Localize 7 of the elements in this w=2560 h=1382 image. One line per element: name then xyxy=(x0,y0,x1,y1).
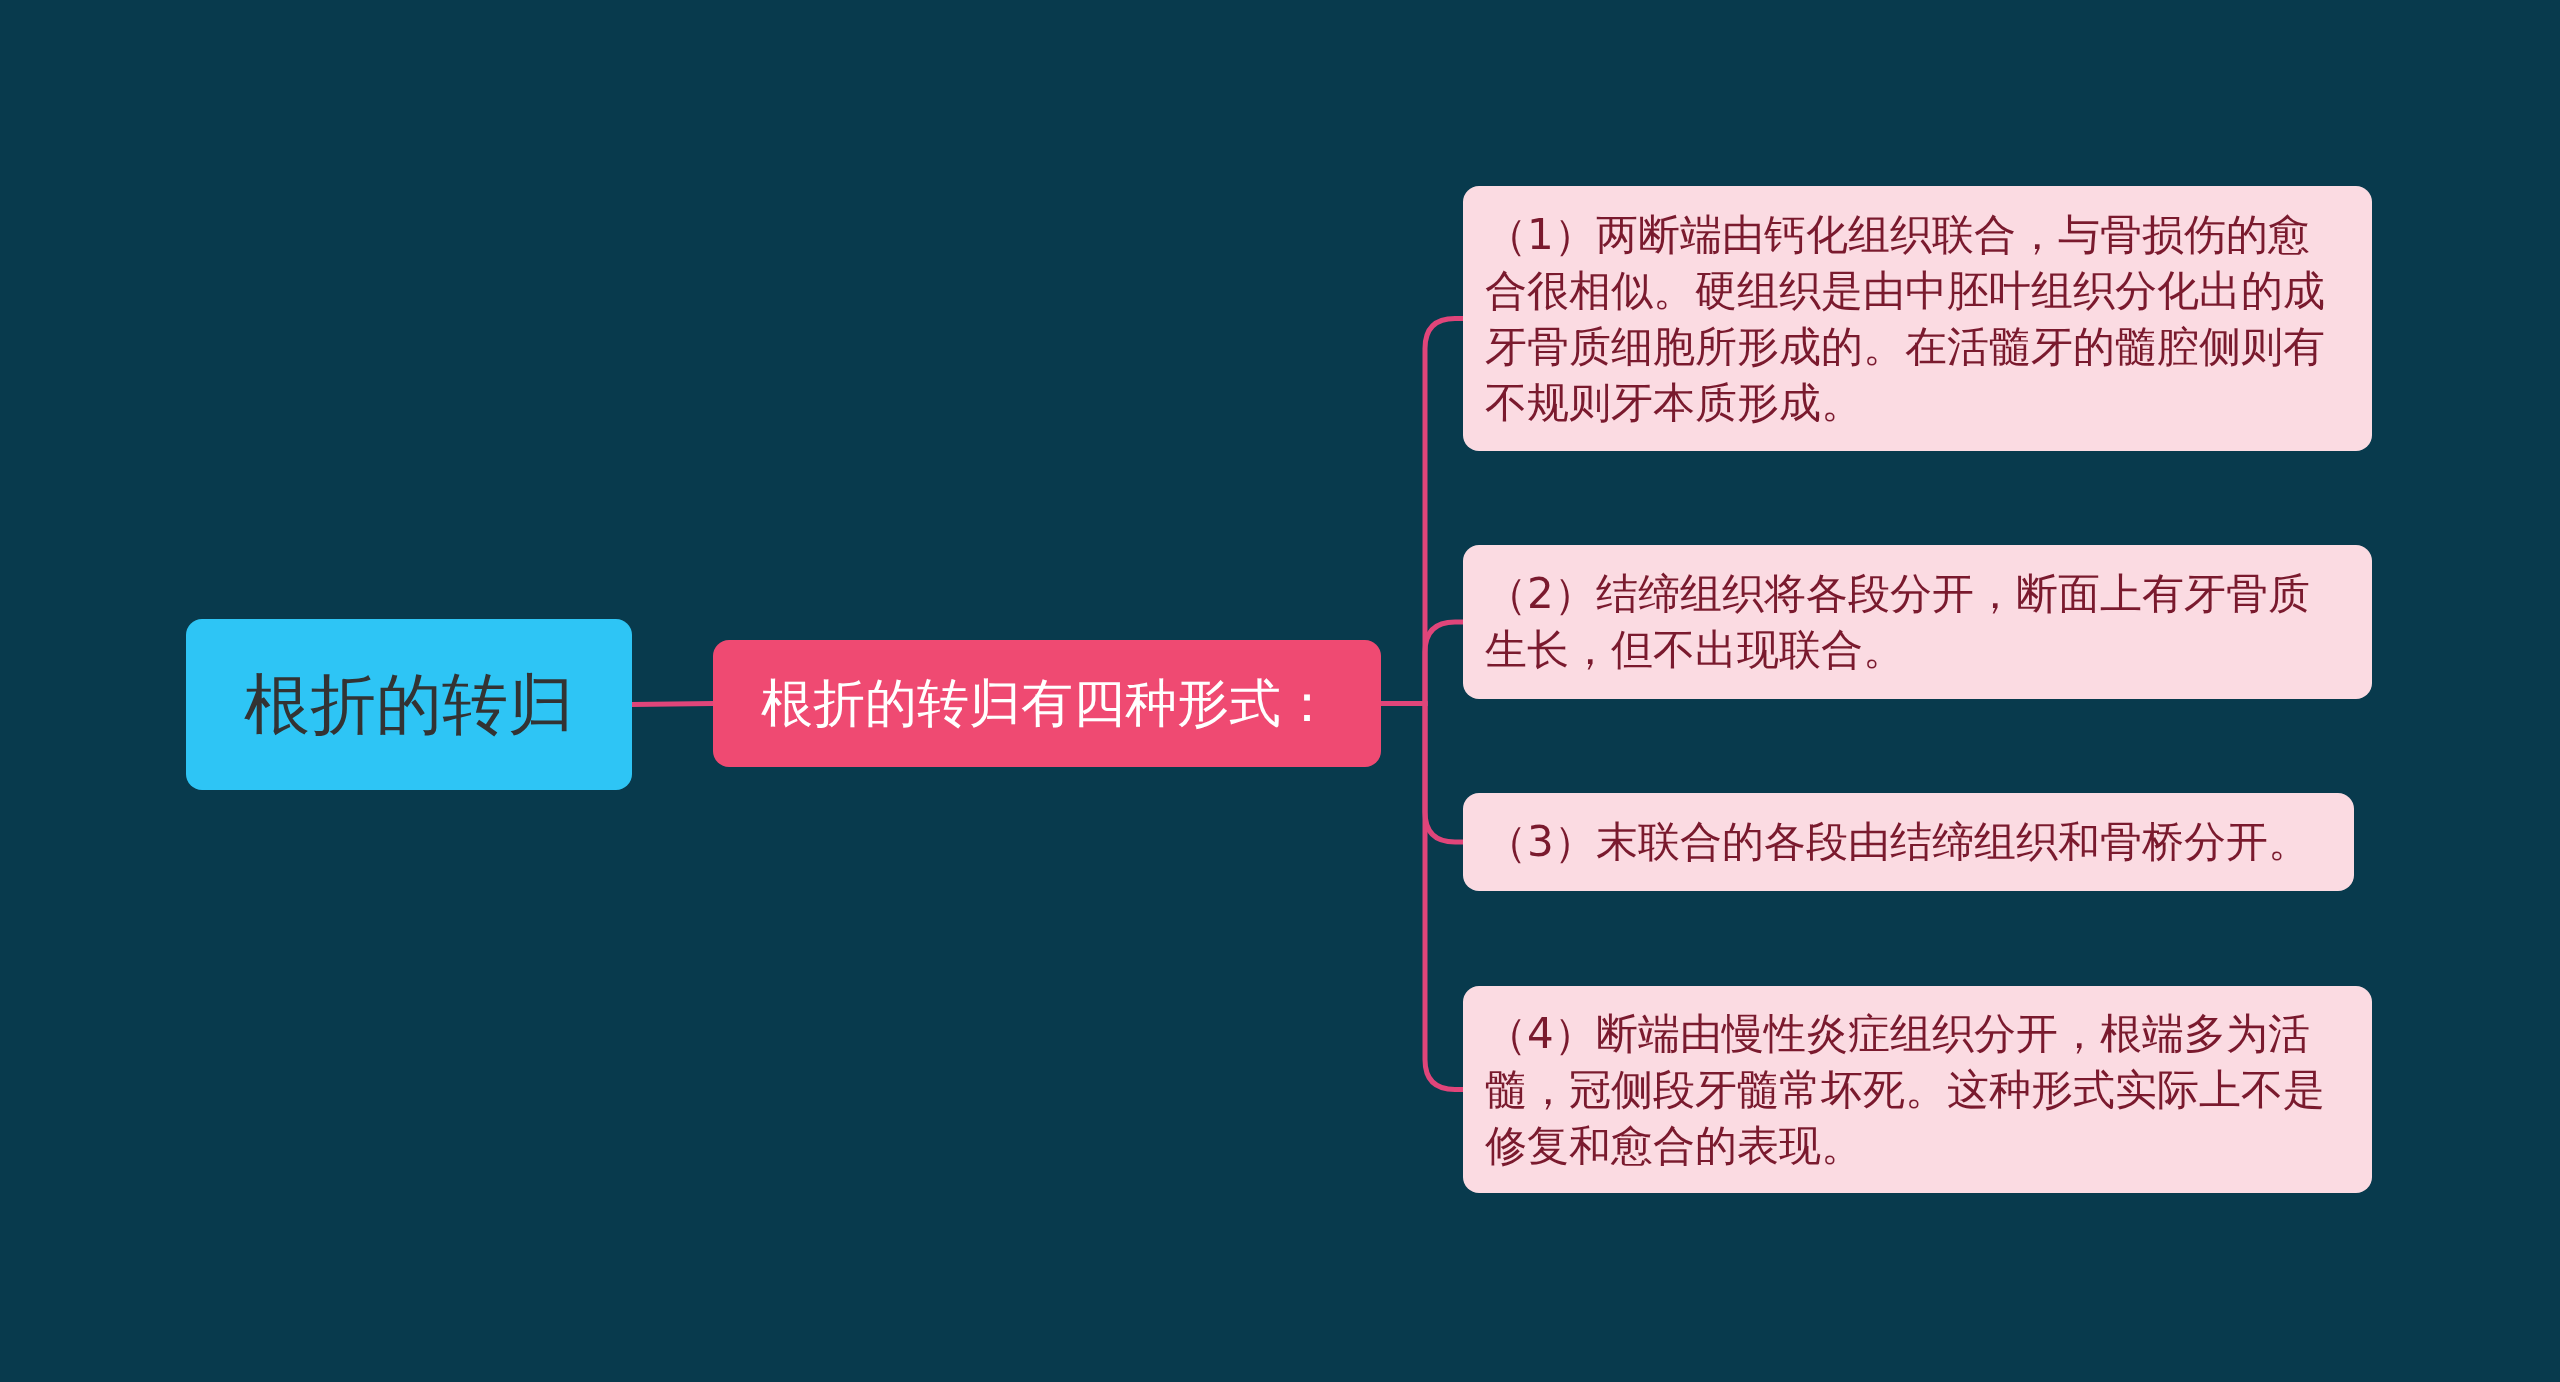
subtopic-box: （4）断端由慢性炎症组织分开，根端多为活髓，冠侧段牙髓常坏死。这种形式实际上不是修复和愈合的表现。 xyxy=(1463,986,2372,1193)
root-topic-box: 根折的转归 xyxy=(186,619,632,790)
subtopic-box: （2）结缔组织将各段分开，断面上有牙骨质生长，但不出现联合。 xyxy=(1463,545,2372,699)
connector-line xyxy=(631,701,714,707)
subtopic-box: （3）末联合的各段由结缔组织和骨桥分开。 xyxy=(1463,793,2354,891)
subtopic-box: （1）两断端由钙化组织联合，与骨损伤的愈合很相似。硬组织是由中胚叶组织分化出的成牙骨质细胞所形成的。在活髓牙的髓腔侧则有不规则牙本质形成。 xyxy=(1463,186,2372,451)
topic-box: 根折的转归有四种形式： xyxy=(713,640,1381,767)
